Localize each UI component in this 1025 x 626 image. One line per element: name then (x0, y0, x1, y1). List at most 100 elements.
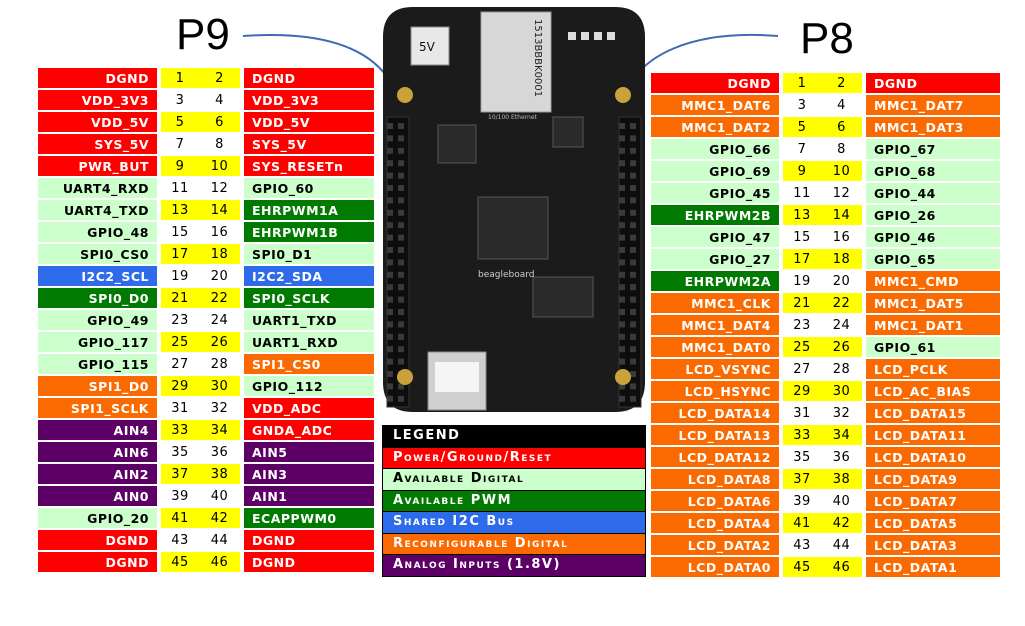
pin-function-left: LCD_DATA13 (651, 425, 779, 445)
pin-function-left: AIN2 (38, 464, 157, 484)
pin-number-odd: 13 (783, 205, 821, 225)
legend-item: Reconfigurable Digital (383, 532, 645, 554)
pin-number-even: 28 (199, 354, 240, 374)
pin-function-left: GPIO_49 (38, 310, 157, 330)
header-pin (630, 197, 636, 204)
pin-number-even: 22 (199, 288, 240, 308)
header-pin (387, 147, 393, 154)
pin-function-left: LCD_HSYNC (651, 381, 779, 401)
header-pin (630, 333, 636, 340)
header-pin (630, 358, 636, 365)
pin-function-right: EHRPWM1A (244, 200, 374, 220)
pin-number-even: 10 (199, 156, 240, 176)
pin-number-even: 36 (199, 442, 240, 462)
header-pin (387, 247, 393, 253)
pin-number-even: 8 (821, 139, 862, 159)
header-pin (630, 371, 636, 377)
pin-number-odd: 23 (783, 315, 821, 335)
header-pin (619, 395, 625, 402)
pin-number-odd: 3 (783, 95, 821, 115)
header-pin (630, 185, 636, 191)
pin-number-even: 44 (199, 530, 240, 550)
pin-number-even: 32 (199, 398, 240, 418)
pin-number-even: 2 (199, 68, 240, 88)
header-pin (387, 271, 393, 278)
legend-item: Available Digital (383, 468, 645, 490)
pin-number-odd: 13 (161, 200, 199, 220)
header-pin (387, 259, 393, 266)
pin-function-left: LCD_DATA0 (651, 557, 779, 577)
header-pin (398, 383, 404, 390)
header-pin (398, 296, 404, 303)
header-pin (619, 222, 625, 229)
pin-number-odd: 29 (161, 376, 199, 396)
pin-function-left: MMC1_CLK (651, 293, 779, 313)
header-pin (398, 234, 404, 241)
pin-function-left: DGND (38, 552, 157, 572)
header-pin (387, 209, 393, 216)
pin-number-even: 10 (821, 161, 862, 181)
pin-function-left: PWR_BUT (38, 156, 157, 176)
header-pin (387, 172, 393, 179)
pin-number-odd: 21 (783, 293, 821, 313)
pin-function-left: SPI0_D0 (38, 288, 157, 308)
pin-number-odd: 29 (783, 381, 821, 401)
header-pin (619, 247, 625, 253)
header-pin (398, 172, 404, 179)
header-pin (630, 284, 636, 291)
pin-function-right: AIN1 (244, 486, 374, 506)
header-pin (619, 209, 625, 216)
header-pin (630, 346, 636, 353)
header-pin (619, 383, 625, 390)
header-pin (387, 309, 393, 315)
pin-function-right: MMC1_DAT1 (866, 315, 1000, 335)
pin-function-left: SPI0_CS0 (38, 244, 157, 264)
pin-function-left: GPIO_69 (651, 161, 779, 181)
pin-function-right: GPIO_44 (866, 183, 1000, 203)
header-pin (619, 123, 625, 129)
pin-number-even: 26 (821, 337, 862, 357)
pin-number-even: 12 (821, 183, 862, 203)
pin-function-left: AIN6 (38, 442, 157, 462)
header-pin (387, 222, 393, 229)
pin-number-even: 8 (199, 134, 240, 154)
pin-function-left: LCD_DATA4 (651, 513, 779, 533)
pin-number-odd: 31 (161, 398, 199, 418)
pin-function-right: LCD_DATA7 (866, 491, 1000, 511)
header-pin (398, 123, 404, 129)
pin-function-left: AIN0 (38, 486, 157, 506)
pin-number-even: 42 (821, 513, 862, 533)
pin-number-even: 42 (199, 508, 240, 528)
pmic-chip (552, 116, 584, 148)
header-pin (619, 259, 625, 266)
pin-function-left: SPI1_D0 (38, 376, 157, 396)
pin-number-odd: 33 (161, 420, 199, 440)
pin-function-right: GPIO_67 (866, 139, 1000, 159)
pin-function-left: SPI1_SCLK (38, 398, 157, 418)
pin-number-odd: 25 (783, 337, 821, 357)
legend-item: Available PWM (383, 489, 645, 511)
processor-chip (477, 196, 549, 260)
pin-function-right: LCD_PCLK (866, 359, 1000, 379)
pin-function-right: AIN3 (244, 464, 374, 484)
header-pin (619, 321, 625, 328)
legend-item: Shared I2C Bus (383, 511, 645, 533)
pin-function-left: I2C2_SCL (38, 266, 157, 286)
pin-number-even: 18 (821, 249, 862, 269)
pin-number-odd: 45 (783, 557, 821, 577)
header-pin (630, 222, 636, 229)
